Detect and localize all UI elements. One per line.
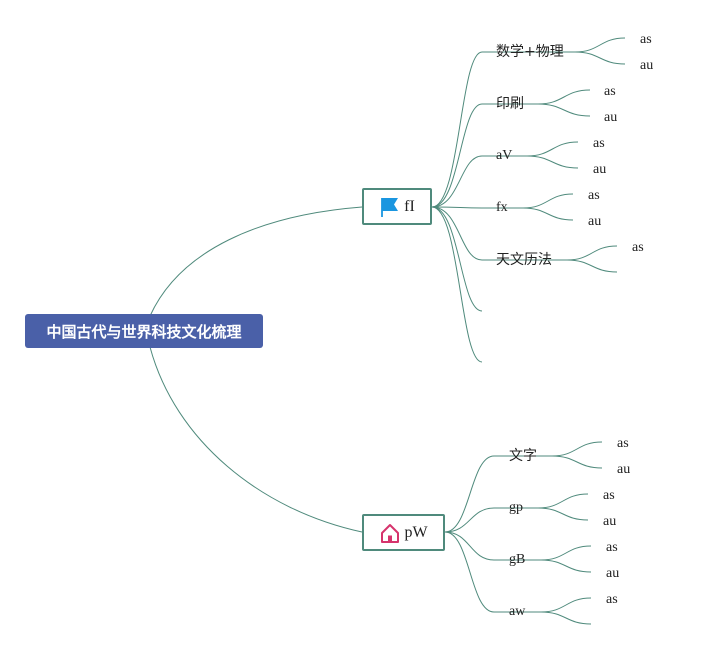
connector-branch-child — [431, 155, 483, 208]
connector-leaf — [540, 597, 592, 613]
subtopic-label[interactable]: 数学+物理 — [496, 44, 564, 60]
connector-leaf — [551, 455, 603, 469]
subtopic-label[interactable]: 文字 — [509, 448, 537, 464]
connector-branch-child — [444, 531, 495, 561]
connector-leaf — [574, 51, 626, 65]
connector-branch-child — [431, 206, 483, 312]
leaf-label[interactable]: au — [588, 214, 602, 229]
leaf-label[interactable]: as — [604, 84, 616, 99]
root-topic-label: 中国古代与世界科技文化梳理 — [46, 322, 242, 341]
flag-icon — [379, 196, 401, 218]
connector-branch-child — [431, 206, 483, 363]
connector-branch-child — [444, 507, 495, 533]
root-topic[interactable]: 中国古代与世界科技文化梳理 — [25, 314, 263, 348]
leaf-label[interactable]: as — [593, 136, 605, 151]
subtopic-label[interactable]: gB — [509, 552, 526, 567]
connector-branch-child — [431, 206, 483, 209]
connector-leaf — [526, 141, 579, 157]
connector-root-pw — [149, 346, 363, 533]
connector-leaf — [522, 193, 574, 209]
leaf-label[interactable]: as — [632, 240, 644, 255]
connector-branch-child — [444, 455, 495, 533]
subtopic-label[interactable]: aV — [496, 148, 513, 163]
connector-leaf — [537, 493, 589, 509]
connector-leaf — [537, 507, 589, 521]
branch-topic-fi[interactable]: fI — [362, 188, 432, 225]
leaf-label[interactable]: au — [593, 162, 607, 177]
connector-branch-child — [444, 531, 495, 613]
connector-leaf — [522, 207, 574, 221]
subtopic-label[interactable]: fx — [496, 200, 508, 215]
leaf-label[interactable]: as — [640, 32, 652, 47]
subtopic-label[interactable]: 印刷 — [496, 96, 524, 112]
connector-leaf — [540, 559, 592, 573]
leaf-label[interactable]: as — [603, 488, 615, 503]
connector-branch-child — [431, 103, 483, 208]
connector-leaf — [537, 89, 591, 105]
connector-leaf — [540, 545, 592, 561]
leaf-label[interactable]: as — [606, 592, 618, 607]
leaf-label[interactable]: au — [617, 462, 631, 477]
subtopic-label[interactable]: aw — [509, 604, 526, 619]
leaf-label[interactable]: au — [606, 566, 620, 581]
subtopic-label[interactable]: 天文历法 — [496, 252, 552, 268]
leaf-label[interactable]: as — [617, 436, 629, 451]
connector-leaf — [574, 37, 626, 53]
connector-leaf — [537, 103, 591, 117]
connector-leaf — [540, 611, 592, 625]
branch-topic-pw[interactable]: pW — [362, 514, 445, 551]
home-icon — [379, 522, 401, 544]
connector-leaf — [551, 441, 603, 457]
connector-branch-child — [431, 206, 483, 261]
leaf-label[interactable]: au — [603, 514, 617, 529]
connector-leaf — [526, 155, 579, 169]
connector-root-fi — [149, 206, 363, 317]
leaf-label[interactable]: as — [588, 188, 600, 203]
subtopic-label[interactable]: gp — [509, 500, 523, 515]
branch-topic-label: fI — [404, 197, 415, 215]
connector-leaf — [566, 259, 618, 273]
leaf-label[interactable]: au — [640, 58, 654, 73]
connector-branch-child — [431, 51, 483, 208]
connector-leaf — [566, 245, 618, 261]
leaf-label[interactable]: as — [606, 540, 618, 555]
leaf-label[interactable]: au — [604, 110, 618, 125]
branch-topic-label: pW — [404, 523, 428, 541]
